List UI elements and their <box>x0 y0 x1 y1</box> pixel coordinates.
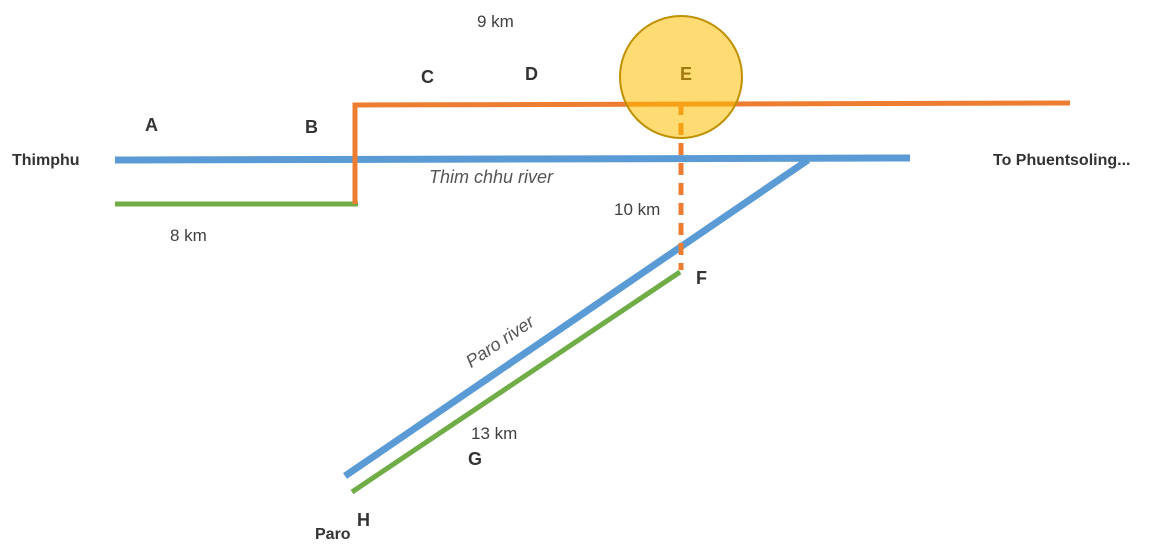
distance-label-c-d: 9 km <box>477 12 514 31</box>
point-d: D <box>525 64 538 84</box>
point-g: G <box>468 449 483 469</box>
point-f: F <box>696 268 707 288</box>
road-segment-g-h <box>350 269 682 495</box>
river-label-thim-chhu: Thim chhu river <box>429 167 554 187</box>
distance-label-a-b: 8 km <box>170 226 207 245</box>
point-c: C <box>421 67 434 87</box>
point-h: H <box>357 510 370 530</box>
paro-river-line <box>343 157 810 479</box>
point-a: A <box>145 115 158 135</box>
place-paro: Paro <box>315 526 351 543</box>
highlight-circle-e <box>619 15 743 139</box>
point-b: B <box>305 117 318 137</box>
place-thimphu: Thimphu <box>12 152 80 169</box>
place-to-phuentsoling: To Phuentsoling... <box>993 152 1131 169</box>
point-e: E <box>680 64 693 84</box>
thim-chhu-river-line <box>114 154 911 164</box>
road-segment-b-c-d-e <box>352 100 1071 204</box>
distance-label-g-h: 13 km <box>471 424 518 443</box>
distance-label-e-f: 10 km <box>614 200 661 219</box>
